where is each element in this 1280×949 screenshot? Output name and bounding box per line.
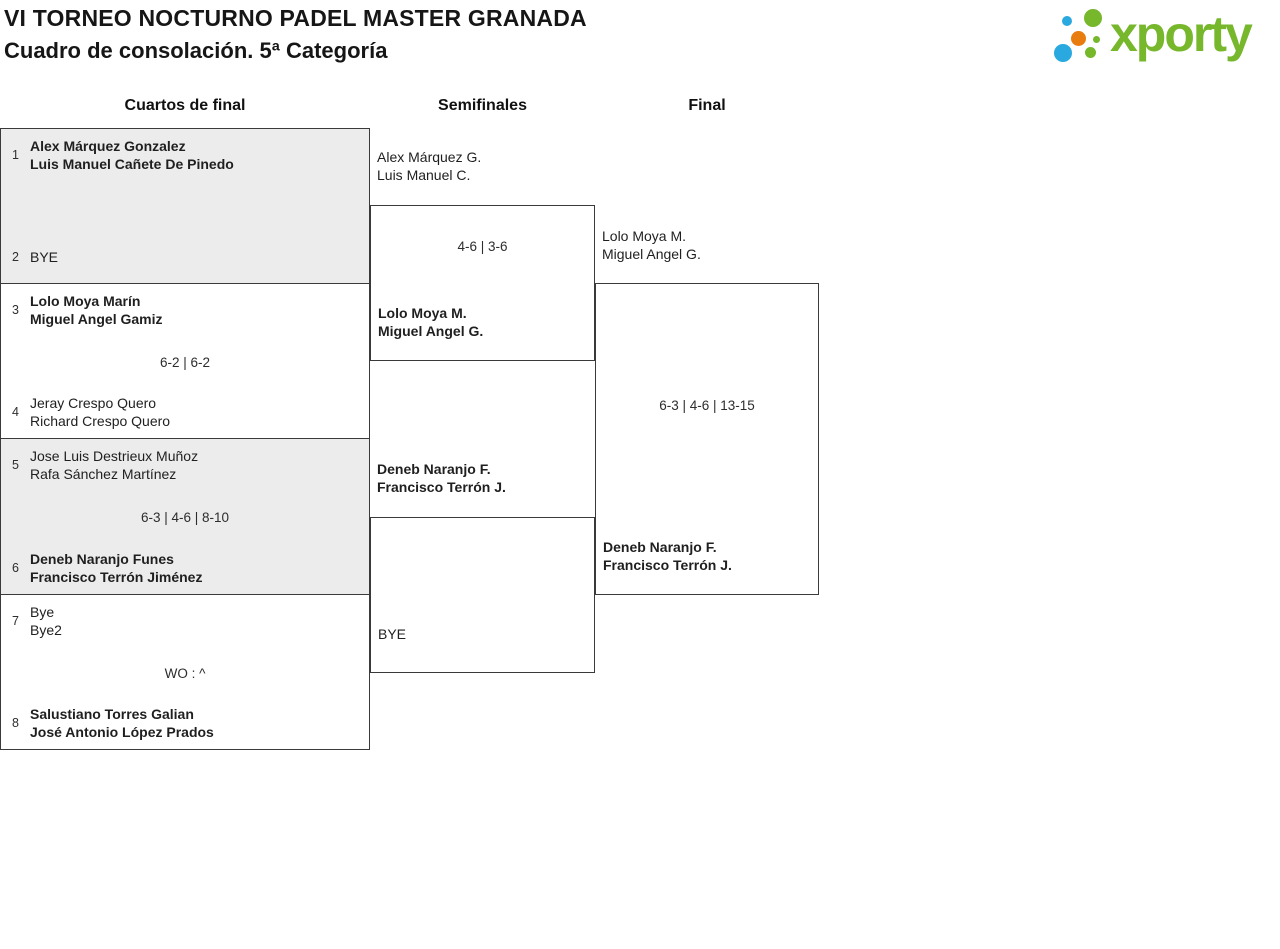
team-entry: 7 Bye Bye2 [10, 603, 361, 639]
team-entry: 2 BYE [10, 239, 361, 275]
seed-number: 2 [12, 250, 19, 264]
bracket-subtitle: Cuadro de consolación. 5ª Categoría [4, 38, 388, 63]
seed-number: 8 [12, 716, 19, 730]
team-entry: 1 Alex Márquez Gonzalez Luis Manuel Cañe… [10, 137, 361, 173]
tournament-title: VI TORNEO NOCTURNO PADEL MASTER GRANADA [4, 5, 587, 31]
seed-number: 3 [12, 303, 19, 317]
team-name: Francisco Terrón J. [377, 479, 506, 495]
team-name: Francisco Terrón J. [603, 557, 732, 573]
logo-dot-icon [1062, 16, 1072, 26]
team-entry: 6 Deneb Naranjo Funes Francisco Terrón J… [10, 550, 361, 586]
final-entrant-top: Lolo Moya M. Miguel Angel G. [602, 227, 701, 263]
seed-number: 7 [12, 614, 19, 628]
round-header-semifinals: Semifinales [438, 97, 527, 114]
final-winner: Deneb Naranjo F. Francisco Terrón J. [603, 538, 732, 574]
sf1-entrant-bottom: Lolo Moya M. Miguel Angel G. [378, 304, 483, 340]
match-score: 6-2 | 6-2 [159, 355, 211, 370]
qf-match-4: 7 Bye Bye2 WO : ^ 8 Salustiano Torres Ga… [0, 594, 370, 750]
match-score: 6-3 | 4-6 | 13-15 [659, 398, 755, 413]
logo-dot-icon [1071, 31, 1086, 46]
team-name: Deneb Naranjo Funes [30, 551, 174, 567]
team-name: Salustiano Torres Galian [30, 706, 194, 722]
seed-number: 6 [12, 561, 19, 575]
qf-match-1: 1 Alex Márquez Gonzalez Luis Manuel Cañe… [0, 128, 370, 284]
team-name: José Antonio López Prados [30, 724, 214, 740]
team-name: Deneb Naranjo F. [377, 461, 491, 477]
team-name: Alex Márquez Gonzalez [30, 138, 186, 154]
sf2-entrant-bottom: BYE [378, 616, 406, 652]
team-name: Luis Manuel C. [377, 167, 471, 183]
team-name: Lolo Moya Marín [30, 293, 141, 309]
team-entry: 8 Salustiano Torres Galian José Antonio … [10, 705, 361, 741]
xporty-logo[interactable]: xporty [1050, 0, 1276, 78]
team-name: Bye2 [30, 622, 62, 638]
team-name: Lolo Moya M. [602, 228, 687, 244]
sf1-entrant-top: Alex Márquez G. Luis Manuel C. [377, 148, 481, 184]
seed-number: 4 [12, 405, 19, 419]
final-match: 6-3 | 4-6 | 13-15 Deneb Naranjo F. Franc… [595, 283, 819, 595]
team-name: Deneb Naranjo F. [603, 539, 717, 555]
match-score: 6-3 | 4-6 | 8-10 [140, 510, 230, 525]
logo-dot-icon [1085, 47, 1096, 58]
team-name: Bye [30, 604, 55, 620]
team-entry: 3 Lolo Moya Marín Miguel Angel Gamiz [10, 292, 361, 328]
team-name: BYE [30, 249, 59, 265]
logo-dot-icon [1054, 44, 1072, 62]
team-name: Luis Manuel Cañete De Pinedo [30, 156, 234, 172]
team-entry: 4 Jeray Crespo Quero Richard Crespo Quer… [10, 394, 361, 430]
team-name: Richard Crespo Quero [30, 413, 171, 429]
seed-number: 5 [12, 458, 19, 472]
logo-dot-icon [1084, 9, 1102, 27]
team-name: Lolo Moya M. [378, 305, 467, 321]
team-name: Jose Luis Destrieux Muñoz [30, 448, 199, 464]
round-header-final: Final [688, 97, 726, 114]
team-name: Jeray Crespo Quero [30, 395, 157, 411]
team-name: Rafa Sánchez Martínez [30, 466, 177, 482]
match-score: WO : ^ [164, 666, 206, 681]
team-name: Miguel Angel G. [602, 246, 701, 262]
qf-match-2: 3 Lolo Moya Marín Miguel Angel Gamiz 6-2… [0, 283, 370, 439]
team-name: Miguel Angel G. [378, 323, 484, 339]
round-header-quarterfinals: Cuartos de final [124, 97, 246, 114]
team-name: Miguel Angel Gamiz [30, 311, 163, 327]
seed-number: 1 [12, 148, 19, 162]
logo-dot-icon [1093, 36, 1100, 43]
team-entry: 5 Jose Luis Destrieux Muñoz Rafa Sánchez… [10, 447, 361, 483]
sf-match-2: BYE [370, 517, 595, 673]
team-name: Francisco Terrón Jiménez [30, 569, 203, 585]
sf2-entrant-top: Deneb Naranjo F. Francisco Terrón J. [377, 460, 506, 496]
logo-wordmark: xporty [1110, 6, 1253, 62]
sf-match-1: 4-6 | 3-6 Lolo Moya M. Miguel Angel G. [370, 205, 595, 361]
team-name: Alex Márquez G. [377, 149, 482, 165]
match-score: 4-6 | 3-6 [457, 239, 508, 254]
team-name: BYE [378, 626, 407, 642]
qf-match-3: 5 Jose Luis Destrieux Muñoz Rafa Sánchez… [0, 438, 370, 595]
